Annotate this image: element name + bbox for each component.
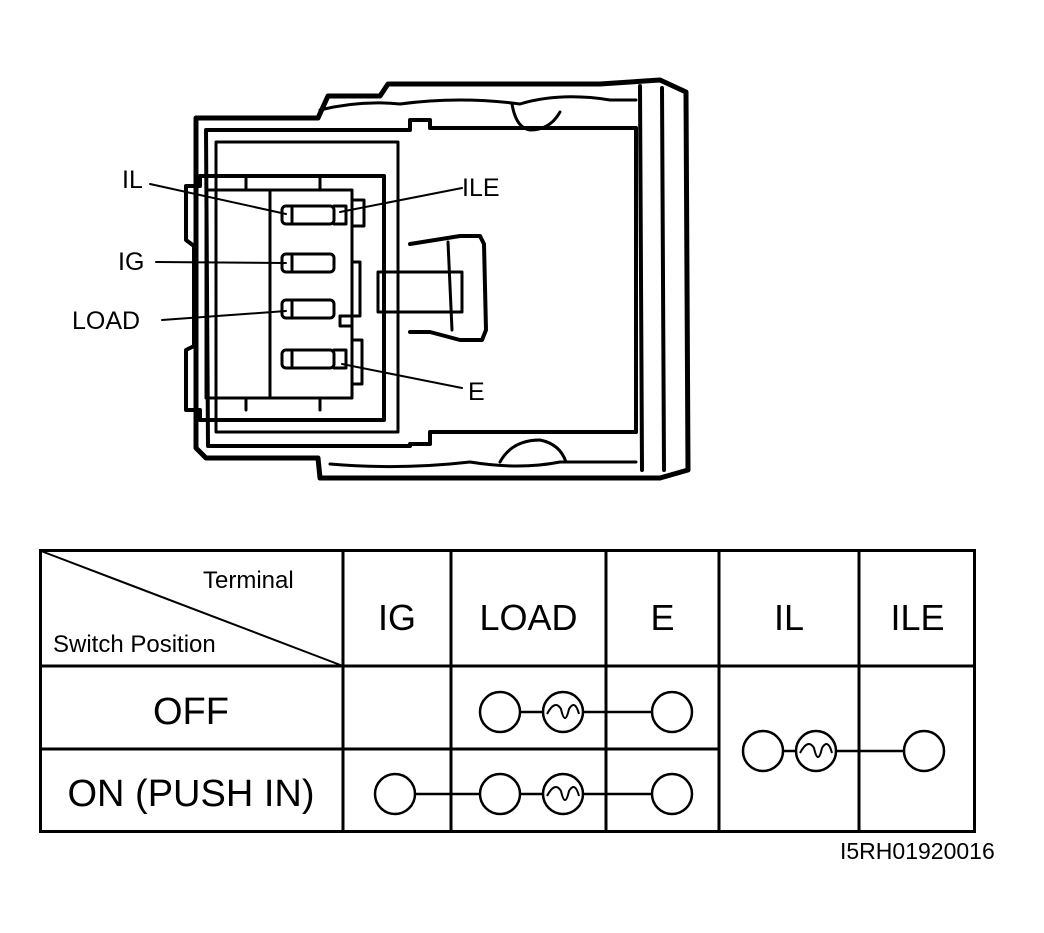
illumination-bulb-filament (799, 743, 833, 758)
column-header-ile: ILE (890, 597, 945, 638)
table-grid (39, 549, 976, 833)
terminal-housing (184, 174, 386, 422)
label-ig: IG (118, 248, 145, 276)
terminal-ig-slot (280, 252, 336, 274)
connector-bottom-contour (328, 460, 638, 469)
terminal-il-ile-slot (280, 204, 336, 226)
on-load-terminal-circle (478, 772, 522, 816)
on-e-terminal-circle (650, 772, 694, 816)
connector-latch-shadow (446, 240, 454, 332)
column-header-load: LOAD (479, 597, 578, 638)
connector-latch-tab (376, 270, 464, 314)
row-header-on-push-in: ON (PUSH IN) (67, 773, 315, 815)
leader-ig (155, 261, 287, 264)
on-bulb-icon (541, 772, 585, 816)
connector-drawing (149, 77, 691, 481)
leader-e (341, 363, 463, 389)
row-header-off: OFF (153, 691, 229, 733)
connector-bottom-hook (498, 438, 568, 464)
corner-header-switch-position: Switch Position (53, 631, 216, 658)
column-header-il: IL (773, 597, 805, 638)
terminal-slots (280, 204, 348, 370)
on-bulb-filament (546, 786, 580, 801)
continuity-symbols (373, 690, 946, 816)
off-bulb-filament (546, 704, 580, 719)
leader-load (161, 310, 287, 321)
corner-header-terminal: Terminal (203, 567, 294, 594)
leader-lines (149, 183, 463, 389)
terminal-housing-inner (204, 188, 354, 400)
il-terminal-circle (741, 729, 785, 773)
off-e-terminal-circle (650, 690, 694, 734)
label-il: IL (122, 166, 143, 194)
label-ile: ILE (462, 174, 500, 202)
column-header-e: E (650, 597, 675, 638)
leader-ile (339, 187, 463, 213)
terminal-e-slot (280, 348, 336, 370)
connector-right-rib (638, 84, 666, 472)
illumination-bulb-icon (794, 729, 838, 773)
ile-terminal-circle (902, 729, 946, 773)
off-bulb-icon (541, 690, 585, 734)
leader-il (149, 183, 287, 215)
connector-top-contour (318, 95, 638, 112)
label-load: LOAD (72, 307, 141, 335)
connector-inner-frame (204, 118, 638, 448)
label-e: E (468, 378, 485, 406)
connector-inner-frame-2 (214, 140, 400, 434)
connector-outer-shell (193, 77, 691, 481)
terminal-load-slot (280, 298, 336, 320)
connector-lock-steps (338, 198, 366, 386)
column-header-ig: IG (377, 597, 416, 638)
figure-id: I5RH01920016 (840, 838, 995, 864)
continuity-table: Terminal Switch Position IG LOAD E IL IL… (39, 549, 976, 833)
on-ig-terminal-circle (373, 772, 417, 816)
terminal-housing-divider (244, 174, 322, 412)
connector-latch (408, 234, 488, 342)
off-load-terminal-circle (478, 690, 522, 734)
